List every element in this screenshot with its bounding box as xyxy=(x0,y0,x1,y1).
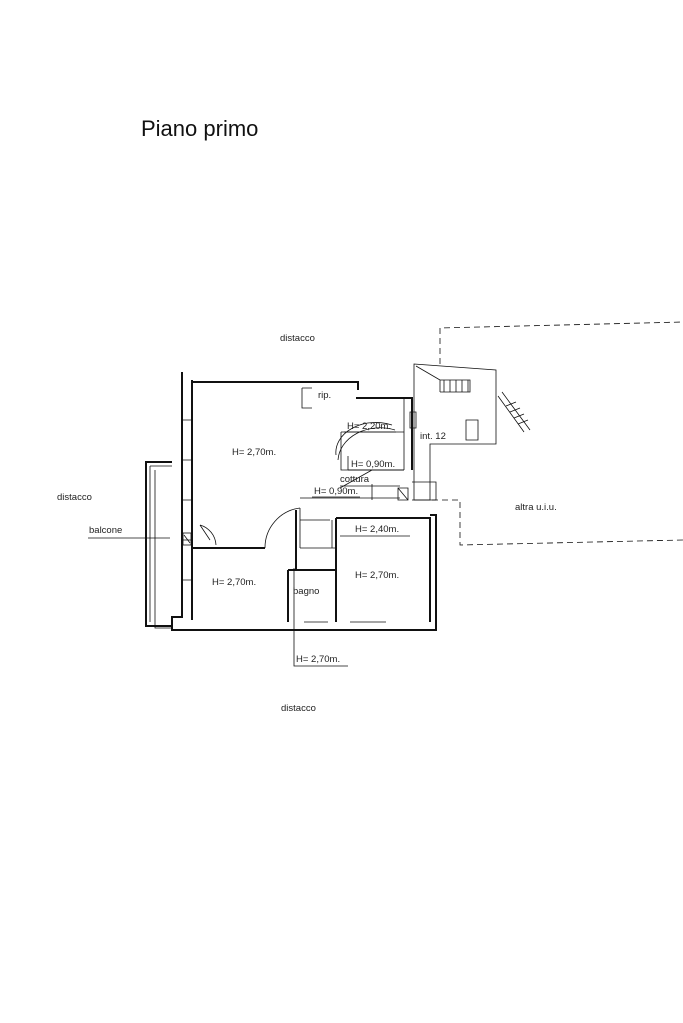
label-distacco-top: distacco xyxy=(280,333,315,344)
height-soggiorno: H= 2,70m. xyxy=(232,447,276,458)
property-boundaries xyxy=(432,321,683,546)
height-090-a: H= 0,90m. xyxy=(351,459,395,470)
label-int: int. 12 xyxy=(420,431,446,442)
label-rip: rip. xyxy=(318,390,331,401)
label-balcone: balcone xyxy=(89,525,122,536)
balcony xyxy=(145,461,192,629)
outer-walls xyxy=(171,372,437,631)
height-220: H= 2,20m. xyxy=(347,421,391,432)
label-distacco-left: distacco xyxy=(57,492,92,503)
interior-walls xyxy=(192,387,431,623)
leader-lines xyxy=(88,431,410,667)
plan-title: Piano primo xyxy=(141,116,259,141)
label-distacco-bottom: distacco xyxy=(281,703,316,714)
stairwell xyxy=(409,363,531,501)
label-cottura: cottura xyxy=(340,474,370,485)
height-camera-right: H= 2,70m. xyxy=(355,570,399,581)
height-bagno: H= 2,70m. xyxy=(296,654,340,665)
label-bagno: bagno xyxy=(293,586,319,597)
height-090-b: H= 0,90m. xyxy=(314,486,358,497)
label-altra-uiu: altra u.i.u. xyxy=(515,502,557,513)
height-240: H= 2,40m. xyxy=(355,524,399,535)
height-camera-left: H= 2,70m. xyxy=(212,577,256,588)
